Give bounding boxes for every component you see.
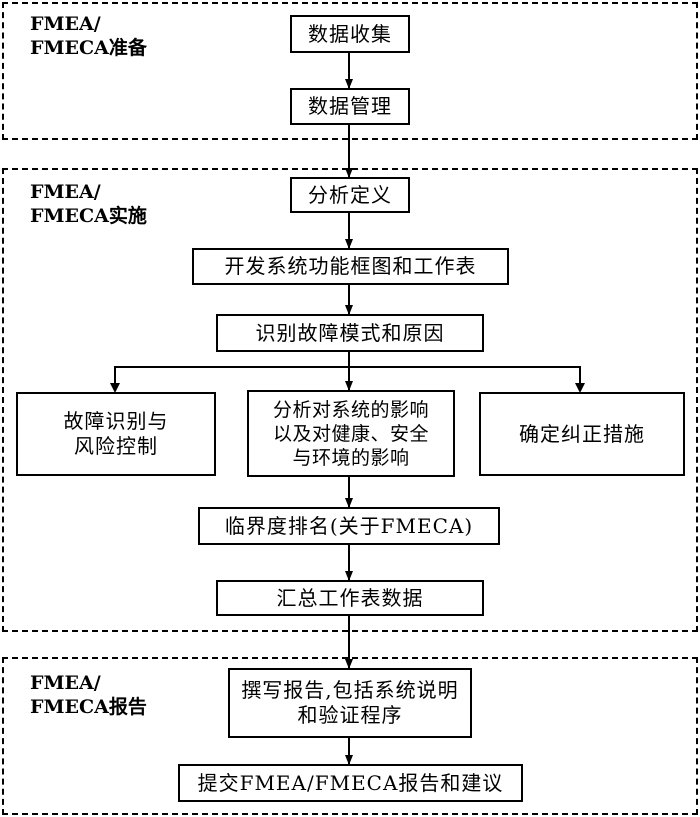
step-fault-control-label: 故障识别与 风险控制 bbox=[63, 409, 169, 458]
step-block-diagram: 开发系统功能框图和工作表 bbox=[192, 248, 509, 285]
prepare-phase-frame bbox=[2, 2, 698, 140]
step-data-management: 数据管理 bbox=[290, 88, 410, 125]
step-fault-control: 故障识别与 风险控制 bbox=[16, 392, 216, 476]
step-effects-analysis: 分析对系统的影响 以及对健康、安全 与环境的影响 bbox=[247, 390, 455, 477]
step-identify-failure-modes: 识别故障模式和原因 bbox=[216, 314, 484, 352]
step-submit-report: 提交FMEA/FMECA报告和建议 bbox=[178, 764, 523, 802]
step-data-management-label: 数据管理 bbox=[308, 94, 392, 118]
step-criticality-ranking: 临界度排名(关于FMECA) bbox=[198, 507, 500, 545]
step-corrective-actions: 确定纠正措施 bbox=[479, 392, 685, 476]
step-submit-report-label: 提交FMEA/FMECA报告和建议 bbox=[197, 770, 504, 795]
step-analysis-definition: 分析定义 bbox=[290, 177, 410, 213]
step-summarize-worksheet: 汇总工作表数据 bbox=[216, 580, 484, 616]
step-analysis-definition-label: 分析定义 bbox=[308, 182, 392, 207]
step-summarize-worksheet-label: 汇总工作表数据 bbox=[276, 585, 424, 610]
report-phase-frame bbox=[2, 657, 698, 815]
report-phase-label: FMEA/ FMECA报告 bbox=[30, 672, 147, 718]
step-block-diagram-label: 开发系统功能框图和工作表 bbox=[224, 254, 477, 278]
step-effects-analysis-label: 分析对系统的影响 以及对健康、安全 与环境的影响 bbox=[272, 398, 429, 469]
step-criticality-ranking-label: 临界度排名(关于FMECA) bbox=[224, 513, 474, 538]
step-write-report: 撰写报告,包括系统说明 和验证程序 bbox=[228, 668, 472, 738]
step-data-collection-label: 数据收集 bbox=[308, 21, 392, 46]
step-corrective-actions-label: 确定纠正措施 bbox=[519, 421, 645, 446]
step-identify-failure-modes-label: 识别故障模式和原因 bbox=[255, 320, 445, 345]
implement-phase-label: FMEA/ FMECA实施 bbox=[30, 181, 147, 227]
step-data-collection: 数据收集 bbox=[290, 15, 410, 53]
prepare-phase-label: FMEA/ FMECA准备 bbox=[30, 13, 147, 59]
step-write-report-label: 撰写报告,包括系统说明 和验证程序 bbox=[241, 678, 459, 727]
